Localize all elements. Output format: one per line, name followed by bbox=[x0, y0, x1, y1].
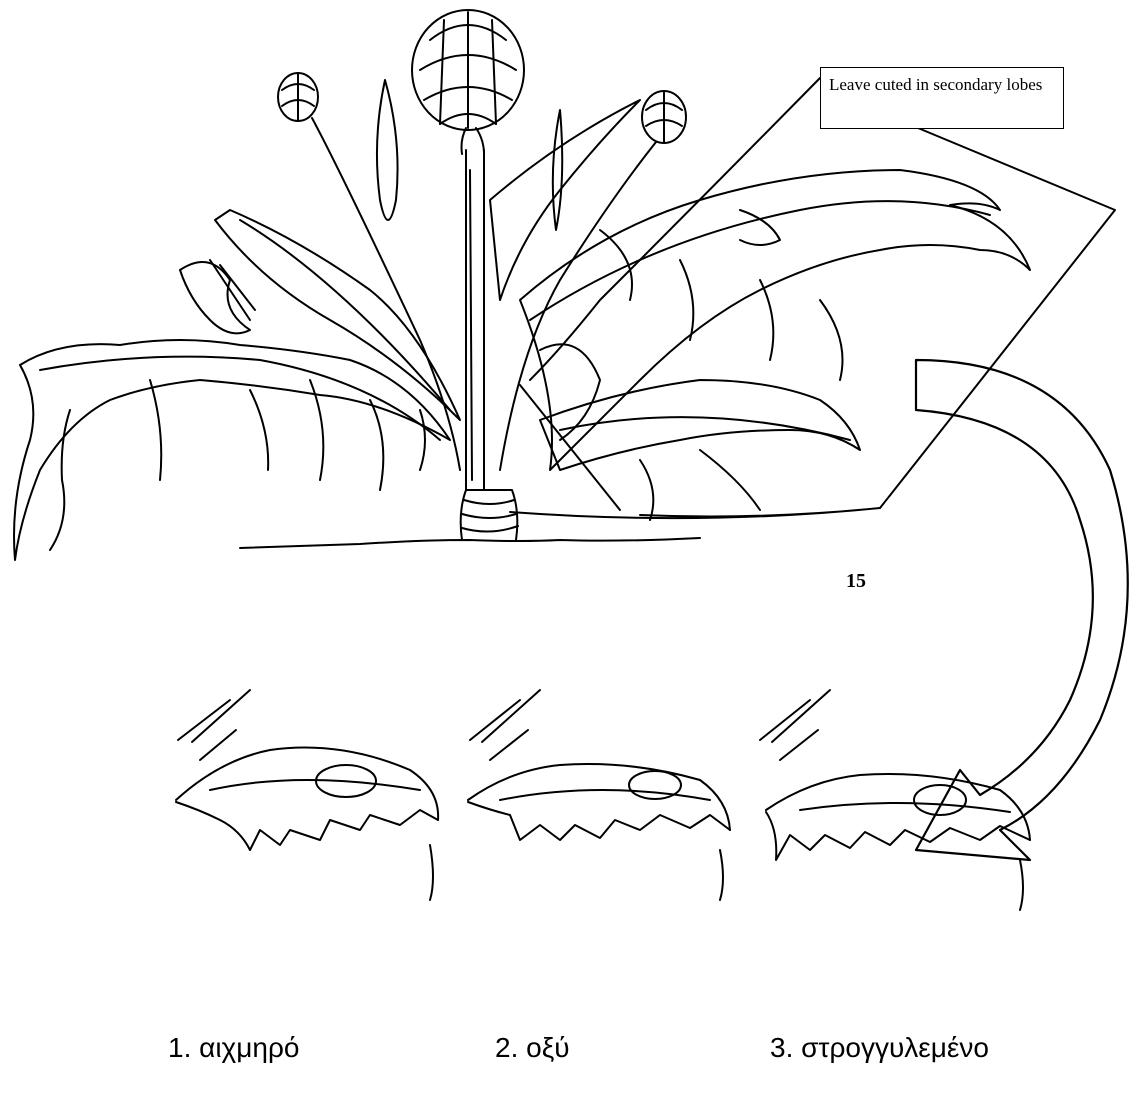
leaf-tip-label-1: 1. αιχμηρό bbox=[168, 1032, 299, 1064]
main-stem bbox=[466, 150, 484, 490]
artichoke-head-left bbox=[278, 73, 318, 121]
leaf-left-upper bbox=[215, 210, 460, 420]
callout-label: Leave cuted in secondary lobes bbox=[820, 67, 1064, 129]
leaf-left-spread bbox=[14, 340, 450, 560]
ground-line bbox=[240, 538, 700, 548]
leaf-tip-label-3: 3. στρογγυλεμένο bbox=[770, 1032, 989, 1064]
artichoke-head-main bbox=[412, 10, 524, 130]
leaf-right-tall bbox=[553, 110, 562, 230]
leaf-tip-sketch-2 bbox=[468, 690, 730, 900]
leaf-tip-sketch-3 bbox=[760, 690, 1030, 910]
figure-number: 15 bbox=[846, 570, 866, 593]
leaf-left-tall bbox=[377, 80, 398, 220]
leaf-tip-label-2: 2. οξύ bbox=[495, 1032, 570, 1064]
artichoke-head-right bbox=[642, 91, 686, 143]
leaf-tip-sketch-1 bbox=[176, 690, 438, 900]
